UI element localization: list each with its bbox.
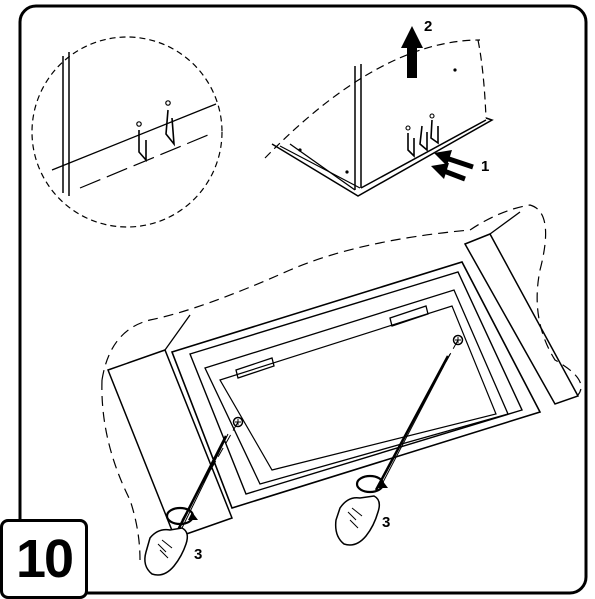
callout-label-3: 3 <box>382 514 391 531</box>
detail-circle <box>31 36 223 228</box>
hood-top-view <box>264 39 494 197</box>
hand-icon <box>334 495 381 546</box>
callout-label-2: 2 <box>424 18 433 35</box>
step-number-box: 10 <box>0 519 88 599</box>
callout-label-3: 3 <box>194 546 203 563</box>
spring-clip-icon <box>136 100 175 163</box>
screwdriver-icon <box>176 433 229 531</box>
rotation-arrow-icon <box>355 474 388 494</box>
callout-label-1: 1 <box>481 158 490 175</box>
screwdriver-icon <box>374 353 451 491</box>
step-number: 10 <box>15 529 74 589</box>
ceiling-panel <box>101 204 582 561</box>
spring-clip-icon <box>405 113 439 158</box>
hand-icon <box>144 527 189 576</box>
push-arrow-icon <box>431 150 474 182</box>
figure-frame <box>18 4 588 595</box>
rotation-arrow-icon <box>165 506 198 526</box>
up-arrow-icon <box>401 26 423 78</box>
